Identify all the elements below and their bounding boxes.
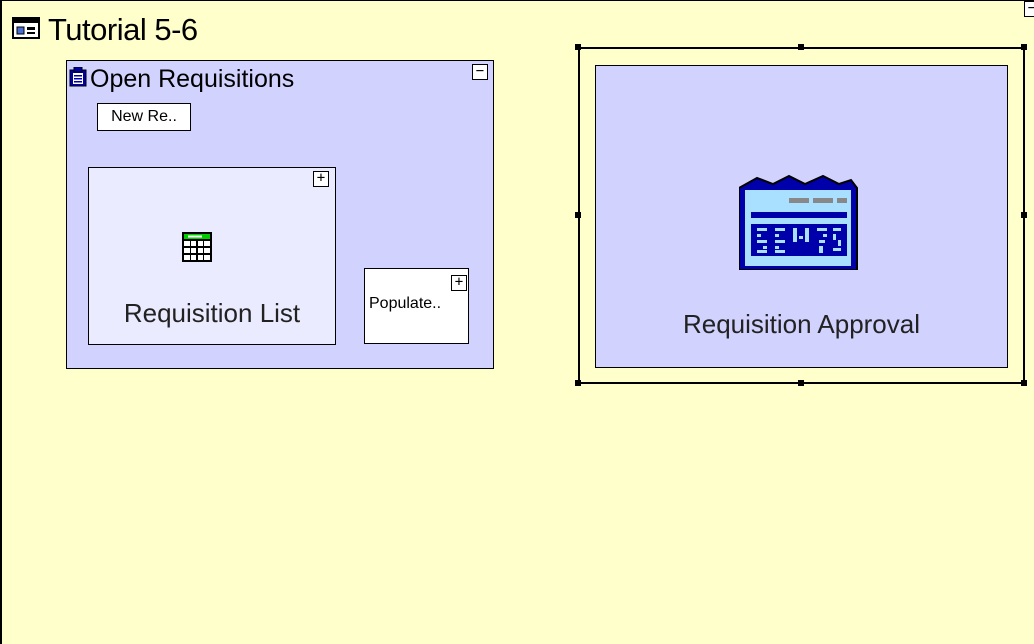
form-document-icon [738, 170, 861, 275]
resize-handle-s[interactable] [798, 380, 804, 386]
clipboard-icon [69, 66, 87, 92]
window-icon [12, 16, 40, 44]
resize-handle-nw[interactable] [575, 44, 581, 50]
group-title-row: Open Requisitions [69, 65, 294, 94]
requisition-list-label: Requisition List [123, 298, 301, 328]
requisition-approval-node[interactable]: Requisition Approval [595, 65, 1008, 368]
group-collapse-toggle[interactable]: − [472, 64, 488, 80]
list-expand-toggle[interactable]: + [313, 171, 329, 187]
new-requisition-button[interactable]: New Re.. [97, 103, 191, 131]
populate-expand-toggle[interactable]: + [451, 275, 467, 291]
requisition-approval-label: Requisition Approval [682, 309, 921, 339]
window-collapse-toggle[interactable]: − [1024, 1, 1034, 17]
resize-handle-e[interactable] [1021, 212, 1027, 218]
resize-handle-se[interactable] [1021, 380, 1027, 386]
canvas-top-border [0, 0, 1034, 1]
resize-handle-ne[interactable] [1021, 44, 1027, 50]
resize-handle-sw[interactable] [575, 380, 581, 386]
table-grid-icon [182, 232, 212, 267]
window-title-row: Tutorial 5-6 [12, 10, 198, 50]
open-requisitions-group[interactable]: Open Requisitions − New Re.. + [66, 60, 494, 369]
requisition-list-node[interactable]: + [88, 167, 336, 345]
group-title: Open Requisitions [90, 65, 295, 93]
window-title: Tutorial 5-6 [48, 12, 198, 47]
populate-node[interactable]: + Populate.. [364, 268, 469, 344]
resize-handle-n[interactable] [798, 44, 804, 50]
populate-label: Populate.. [369, 295, 442, 312]
canvas-left-border [0, 0, 2, 644]
resize-handle-w[interactable] [575, 212, 581, 218]
